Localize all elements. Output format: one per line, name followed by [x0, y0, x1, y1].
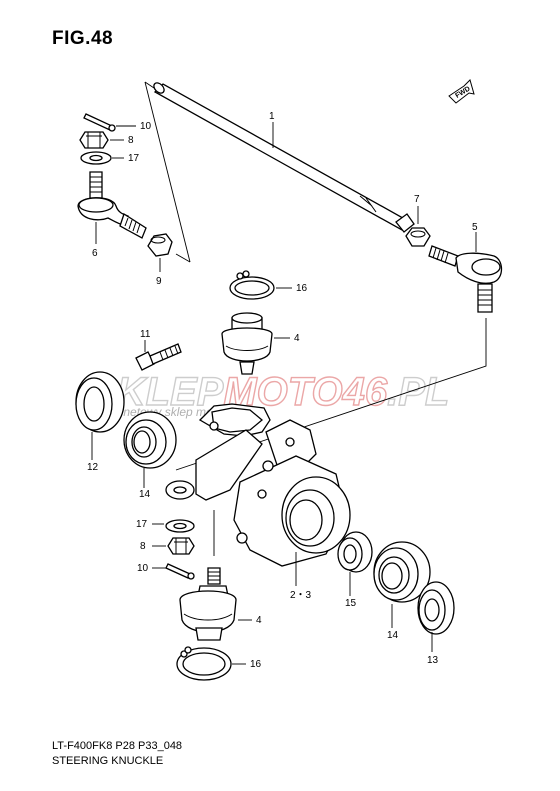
fwd-arrow-icon: FWD: [448, 79, 475, 104]
bracket-line-top: [144, 81, 191, 263]
part-bearing-left: [123, 411, 177, 469]
part-bearing-right: [373, 541, 431, 603]
callout-14a: 14: [139, 489, 151, 500]
part-steering-knuckle: [165, 403, 351, 567]
callout-10a: 10: [140, 121, 152, 132]
callout-16a: 16: [296, 283, 308, 294]
watermark: SKLEPMOTO46.PL internetowy sklep motocyk…: [89, 369, 450, 419]
callout-17a: 17: [128, 153, 140, 164]
callout-11: 11: [140, 329, 151, 340]
part-nut-left: [147, 233, 173, 257]
callout-1: 1: [269, 111, 275, 122]
part-cotter-pin-lower: [165, 563, 195, 580]
callout-8a: 8: [128, 135, 134, 146]
part-washer-lower: [165, 519, 195, 533]
callout-13: 13: [427, 655, 439, 666]
part-castle-nut-top: [79, 131, 109, 149]
callout-5: 5: [472, 222, 478, 233]
figure-name: STEERING KNUCKLE: [52, 755, 164, 767]
callout-7: 7: [414, 194, 420, 205]
callout-10b: 10: [137, 563, 149, 574]
callout-2-3: 2・3: [290, 590, 312, 601]
callout-15: 15: [345, 598, 357, 609]
callout-14b: 14: [387, 630, 399, 641]
part-cotter-pin-top: [83, 113, 116, 132]
part-lock-nut: [405, 227, 431, 247]
callout-17b: 17: [136, 519, 148, 530]
callout-6: 6: [92, 248, 98, 259]
figure-title: FIG.48: [52, 28, 114, 49]
part-bolt: [135, 343, 182, 371]
part-spacer: [337, 531, 373, 573]
callout-8b: 8: [140, 541, 146, 552]
callout-4a: 4: [294, 333, 300, 344]
part-castle-nut-lower: [167, 537, 195, 555]
callout-4b: 4: [256, 615, 262, 626]
part-tie-rod-end-right: [428, 245, 503, 313]
callout-9: 9: [156, 276, 162, 287]
part-ball-joint-lower: [179, 567, 237, 641]
callout-12: 12: [87, 462, 99, 473]
part-washer-top: [80, 151, 112, 165]
part-tie-rod: [153, 82, 415, 233]
part-oil-seal-right: [417, 581, 455, 635]
part-snap-ring-lower: [176, 646, 232, 681]
bracket-line-bottom: [175, 253, 191, 263]
callout-16b: 16: [250, 659, 262, 670]
part-snap-ring-upper: [229, 270, 275, 300]
part-tie-rod-end-left: [77, 171, 147, 239]
figure-code: LT-F400FK8 P28 P33_048: [52, 740, 183, 752]
part-oil-seal-left: [75, 371, 125, 433]
part-ball-joint-upper: [221, 312, 273, 375]
